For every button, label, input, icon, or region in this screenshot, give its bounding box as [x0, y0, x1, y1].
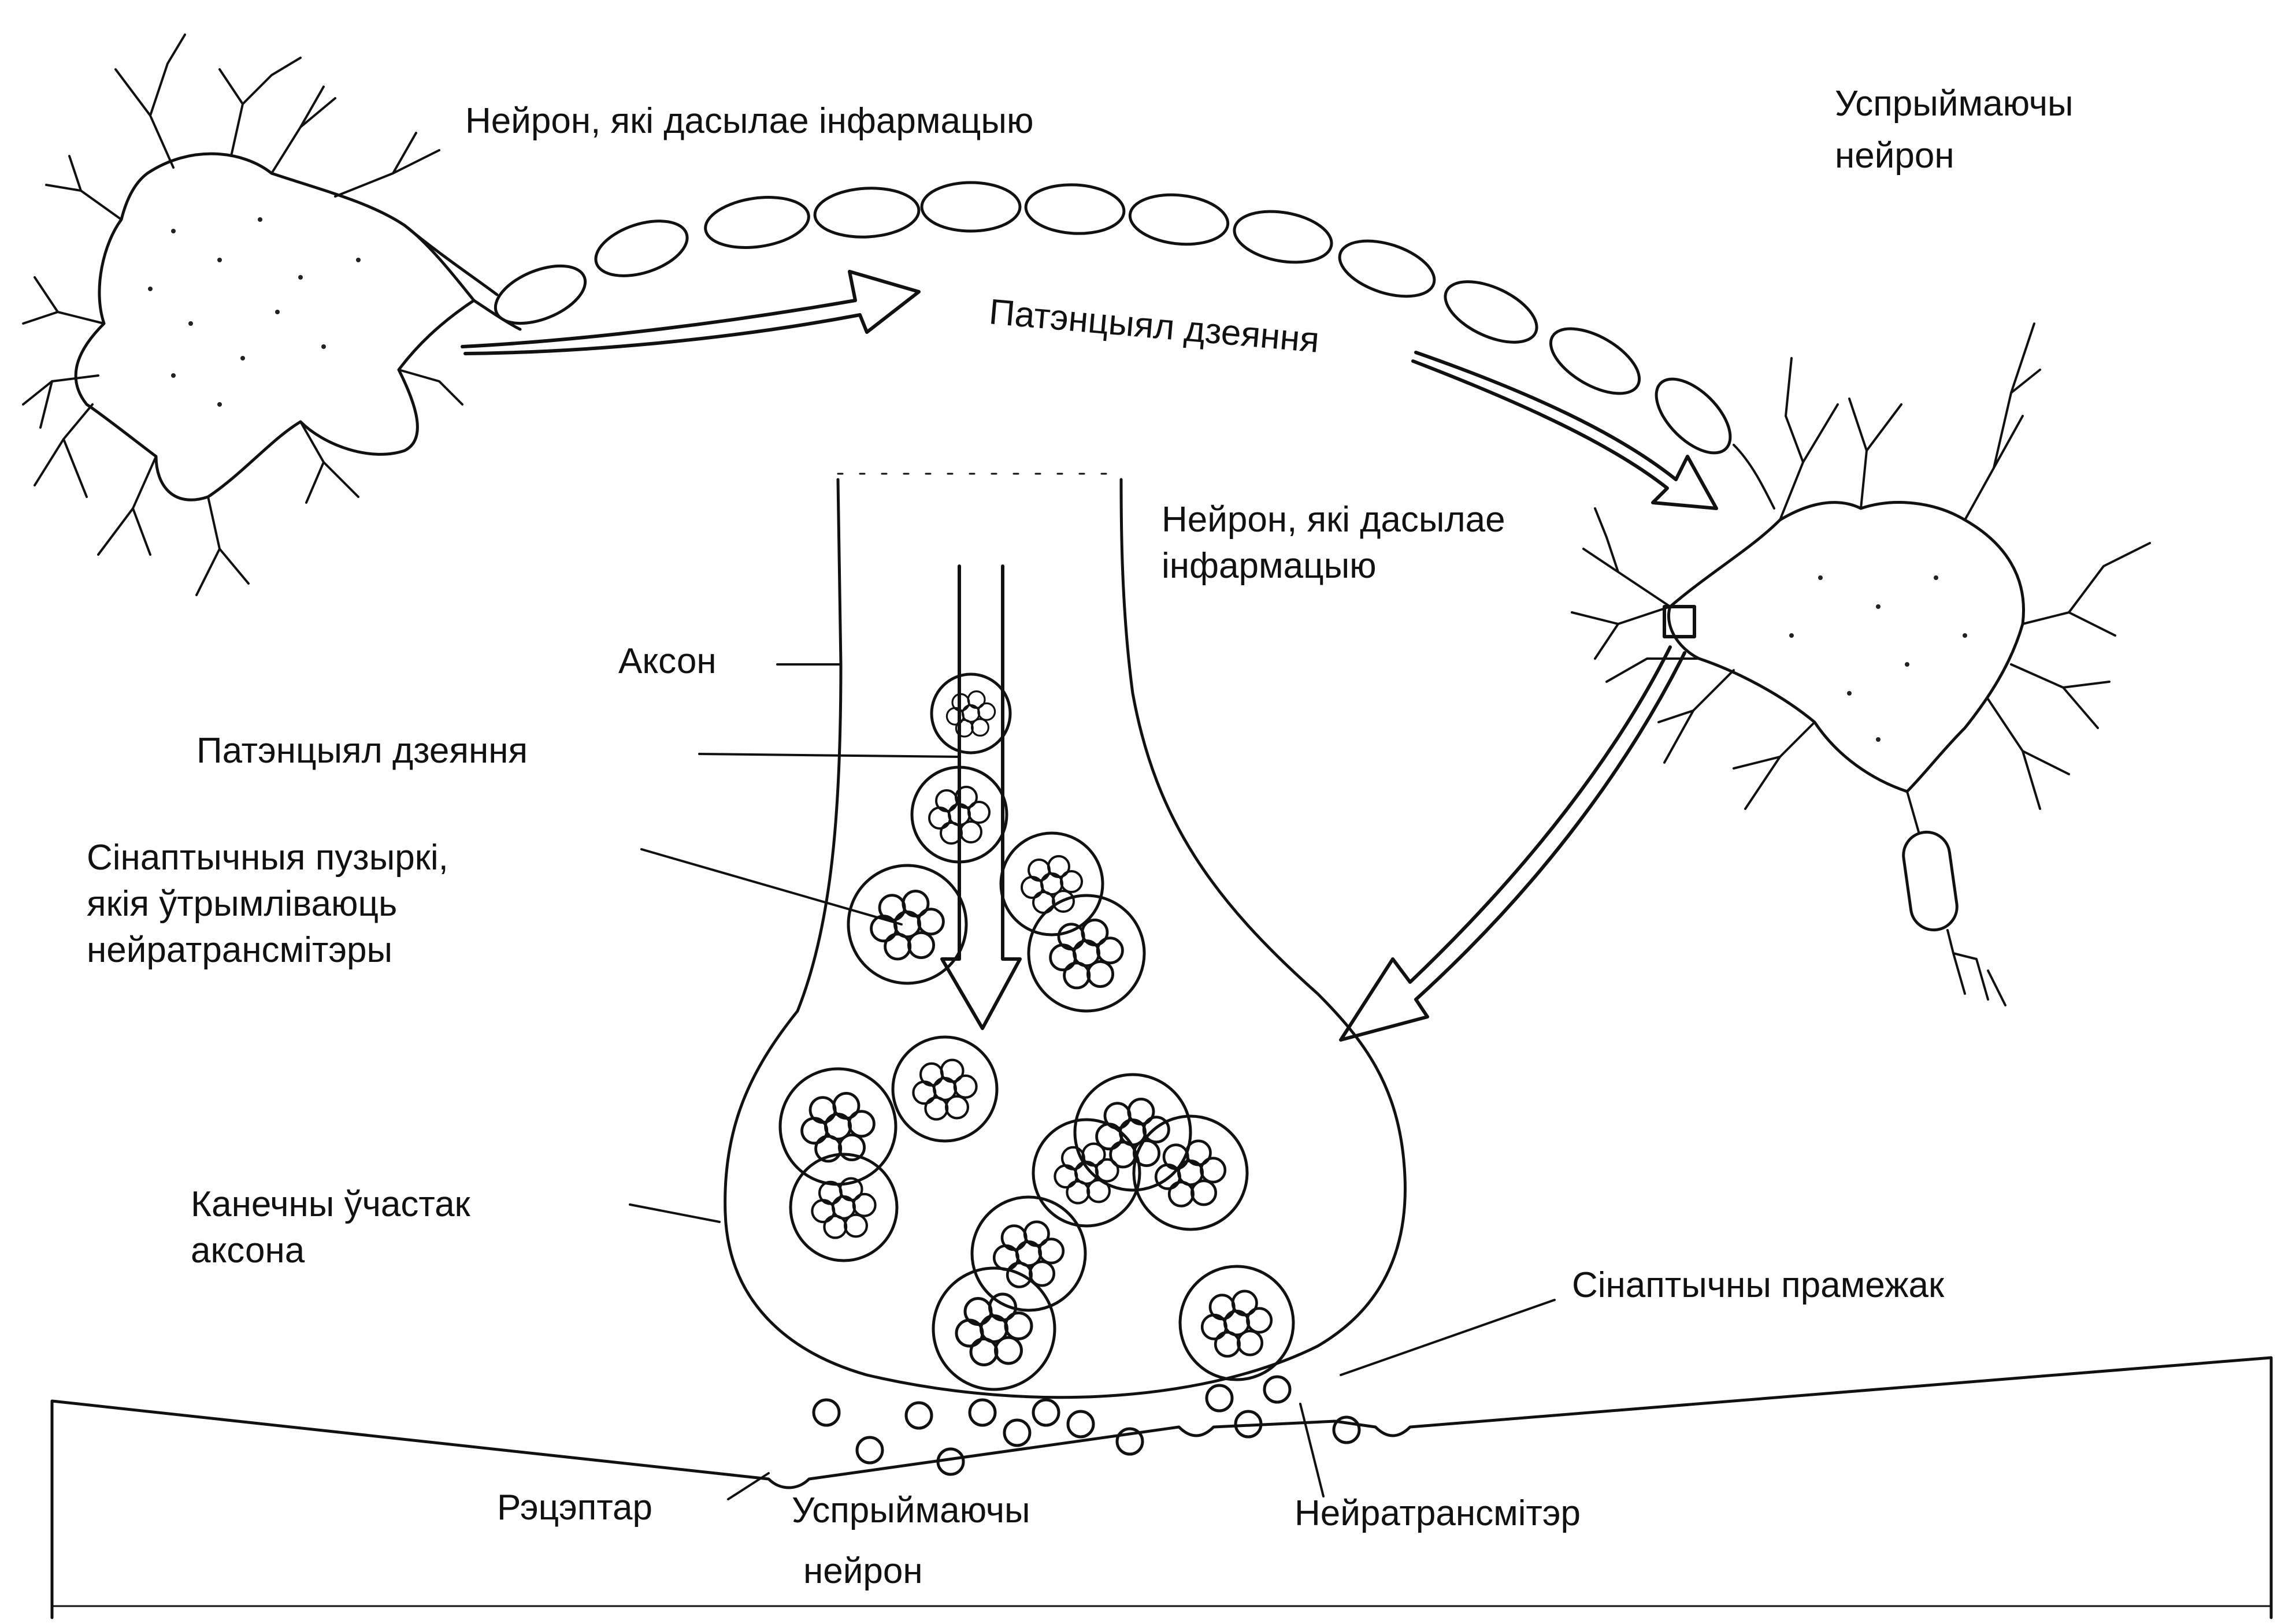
- sending-neuron-dendrites: [23, 35, 462, 595]
- sending-neuron-soma: [76, 154, 474, 500]
- label-sending-neuron-mid-line1: Нейрон, які дасылае: [1162, 500, 1505, 540]
- label-sending-neuron-top: Нейрон, які дасылае інфармацыю: [465, 101, 1034, 141]
- label-receptor: Рэцэптар: [497, 1488, 652, 1528]
- zoom-arrow: [1341, 647, 1685, 1040]
- label-sending-neuron-mid-line2: інфармацыю: [1162, 546, 1377, 586]
- axon-terminal-drawing: [725, 474, 1405, 1398]
- label-synaptic-cleft: Сінаптычны прамежак: [1572, 1265, 1945, 1305]
- synaptic-vesicles: [780, 674, 1293, 1389]
- label-vesicles-line3: нейратрансмітэры: [87, 930, 392, 970]
- action-potential-arrow-right: [1413, 352, 1716, 508]
- label-axon: Аксон: [618, 641, 717, 681]
- action-potential-arrow-axon: [942, 566, 1020, 1028]
- label-action-potential-mid: Патэнцыял дзеяння: [196, 731, 528, 771]
- action-potential-arrow-top: [462, 272, 919, 354]
- leader-lines: [630, 664, 1555, 1499]
- myelinated-axon: [487, 183, 1774, 508]
- label-axon-terminal-line1: Канечны ўчастак: [191, 1184, 471, 1224]
- label-receiving-neuron-bottom-line1: Успрыймаючы: [792, 1491, 1030, 1530]
- axon-terminal-outline: [725, 480, 1405, 1398]
- label-receiving-neuron-top-line1: Успрыймаючы: [1835, 84, 2074, 124]
- label-receiving-neuron-top-line2: нейрон: [1835, 136, 1954, 176]
- label-receiving-neuron-bottom-line2: нейрон: [803, 1551, 923, 1591]
- neurotransmitters: [814, 1377, 1359, 1474]
- receiving-neuron-soma: [1668, 503, 2023, 791]
- label-action-potential-top: Патэнцыял дзеяння: [988, 292, 1321, 361]
- receiving-neuron-membrane: [52, 1358, 2271, 1618]
- receiving-neuron-drawing: [1572, 324, 2150, 1005]
- label-axon-terminal-line2: аксона: [191, 1231, 305, 1270]
- label-vesicles-line1: Сінаптычныя пузыркі,: [87, 838, 448, 878]
- label-vesicles-line2: якія ўтрымліваюць: [87, 884, 397, 924]
- sending-neuron-drawing: [23, 35, 520, 595]
- label-neurotransmitter: Нейратрансмітэр: [1295, 1493, 1581, 1533]
- receiving-neuron-dendrites: [1572, 324, 2150, 832]
